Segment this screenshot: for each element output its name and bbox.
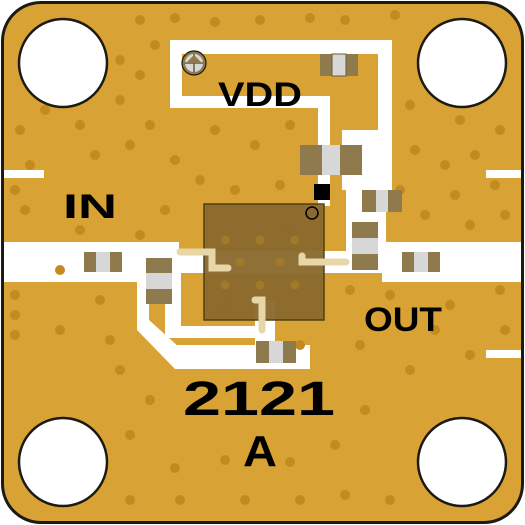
input-label: IN (63, 188, 117, 226)
capacitor (300, 145, 362, 175)
pin1-marker (305, 206, 319, 220)
mounting-holes (17, 17, 508, 508)
mounting-hole (17, 17, 109, 109)
mounting-hole (416, 416, 508, 508)
via-field (10, 10, 510, 505)
vdd-pad (314, 184, 330, 200)
mounting-hole (17, 416, 109, 508)
capacitor (320, 53, 358, 77)
vdd-test-point-icon (181, 50, 207, 76)
capacitor (362, 190, 402, 212)
capacitor (256, 341, 296, 363)
revision-label: A (243, 427, 277, 476)
capacitor (84, 252, 122, 272)
capacitor (146, 258, 172, 304)
part-number-label: 2121 (183, 373, 335, 426)
output-label: OUT (364, 301, 442, 339)
vdd-label: VDD (218, 76, 302, 114)
capacitor (402, 252, 440, 272)
capacitor (352, 222, 378, 270)
amplifier-chip (176, 203, 350, 334)
mounting-hole (416, 17, 508, 109)
